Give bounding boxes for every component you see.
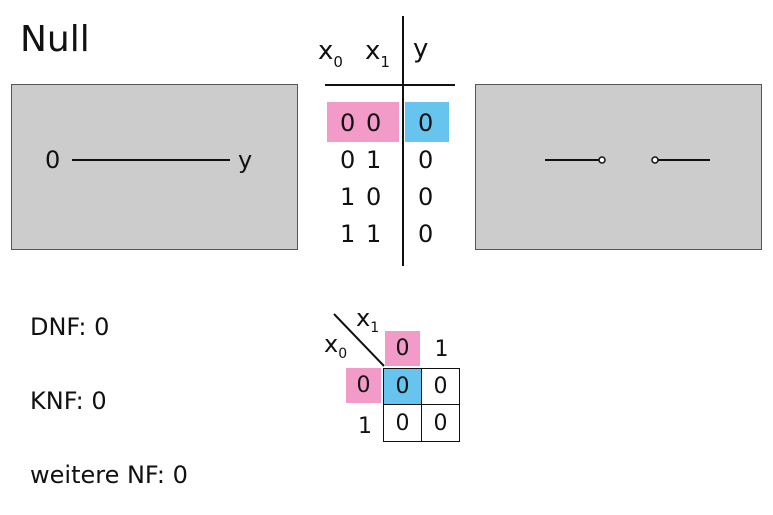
tt-row2-x0: 0 — [340, 146, 356, 174]
truth-table-header-y: y — [413, 34, 429, 64]
tt-row3-y: 0 — [418, 183, 434, 211]
kmap-col-header-1: 1 — [434, 336, 449, 362]
output-label: y — [238, 146, 253, 174]
kmap-col-variable: x1 — [356, 304, 380, 336]
tt-row1-x0: 0 — [340, 109, 356, 137]
switch-contact-left — [598, 156, 606, 164]
dnf-label: DNF: 0 — [30, 313, 110, 341]
constant-input-label: 0 — [45, 146, 61, 174]
circuit-wire — [72, 159, 230, 161]
kmap-cell-11: 0 — [421, 404, 460, 442]
page-title: Null — [20, 19, 90, 60]
kmap-col-header-highlight — [385, 331, 420, 366]
kmap-row-header-1: 1 — [358, 413, 372, 439]
output-highlight — [405, 102, 449, 142]
tt-row3-x0: 1 — [340, 183, 356, 211]
kmap-row-header-0: 0 — [356, 373, 371, 398]
truth-table-header-rule — [325, 84, 455, 86]
tt-row2-y: 0 — [418, 146, 434, 174]
other-nf-label: weitere NF: 0 — [30, 461, 188, 489]
truth-table-header-x0: x0 — [318, 36, 343, 71]
switch-contact-right — [651, 156, 659, 164]
truth-table-header-x1: x1 — [365, 36, 390, 71]
tt-row2-x1: 1 — [366, 146, 382, 174]
circuit-panel-open-switch — [475, 84, 762, 250]
kmap-row-variable: x0 — [324, 330, 348, 362]
input-highlight — [327, 102, 399, 142]
kmap-row-header-highlight — [346, 368, 381, 403]
truth-table-divider — [402, 16, 404, 266]
circuit-panel-constant — [11, 84, 298, 250]
tt-row4-x1: 1 — [366, 220, 382, 248]
kmap-cell-01: 0 — [421, 368, 460, 405]
tt-row1-x1: 0 — [366, 109, 382, 137]
kmap-diagonal — [333, 313, 385, 367]
knf-label: KNF: 0 — [30, 387, 107, 415]
tt-row3-x1: 0 — [366, 183, 382, 211]
kmap-cell-00: 0 — [383, 368, 422, 405]
open-switch-icon — [545, 156, 710, 164]
tt-row4-y: 0 — [418, 220, 434, 248]
kmap-cell-10: 0 — [383, 404, 422, 442]
tt-row1-y: 0 — [418, 109, 434, 137]
tt-row4-x0: 1 — [340, 220, 356, 248]
kmap-col-header-0: 0 — [395, 336, 410, 361]
